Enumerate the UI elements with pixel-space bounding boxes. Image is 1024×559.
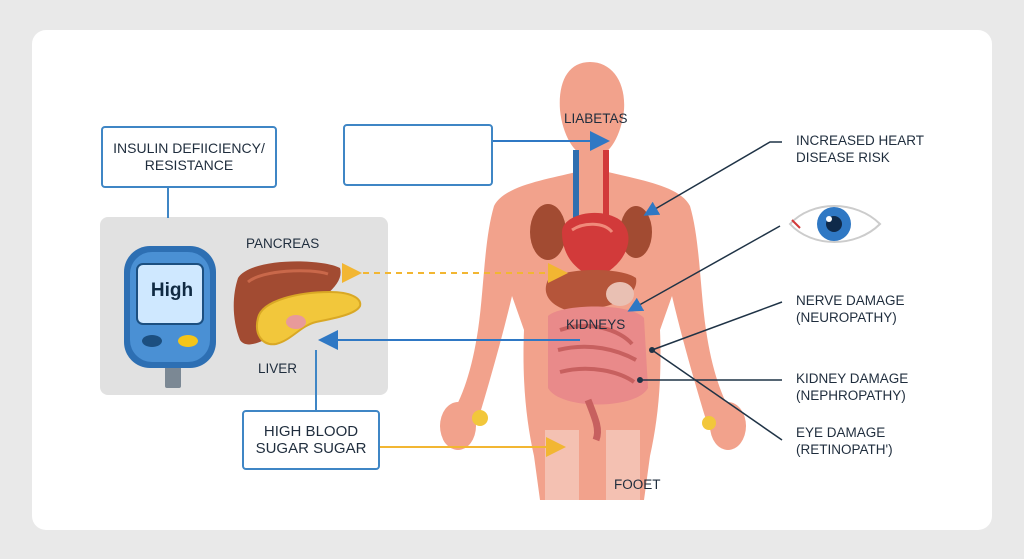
line-heart-disease xyxy=(643,141,782,216)
organs-illustration xyxy=(530,150,652,442)
complication-eye-damage: EYE DAMAGE (RETINOPATH') xyxy=(796,425,893,457)
liabetas-label: LIABETAS xyxy=(564,111,628,126)
line-eye xyxy=(627,225,781,312)
liver-label: LIVER xyxy=(258,361,298,376)
meter-display-text: High xyxy=(150,280,194,301)
line-eye-damage xyxy=(651,349,783,441)
complication-heart-disease: INCREASED HEART DISEASE RISK xyxy=(796,133,925,165)
line-nerve xyxy=(651,301,783,351)
fooet-label: FOOET xyxy=(614,477,661,492)
high-blood-sugar-box: HIGH BLOOD SUGAR SUGAR xyxy=(242,410,380,470)
insulin-deficiency-box: INSULIN DEFIICIENCY/ RESISTANCE xyxy=(101,126,277,188)
eye-icon xyxy=(788,205,882,243)
kidneys-label: KIDNEYS xyxy=(566,317,626,332)
complication-kidney-damage: KIDNEY DAMAGE (NEPHROPATHY) xyxy=(796,371,909,403)
pancreas-label: PANCREAS xyxy=(246,236,320,251)
glucose-meter-icon xyxy=(124,246,216,388)
pancreas-icon xyxy=(256,290,362,346)
heart-box xyxy=(343,124,493,186)
complication-nerve-damage: NERVE DAMAGE (NEUROPATHY) xyxy=(796,293,905,325)
